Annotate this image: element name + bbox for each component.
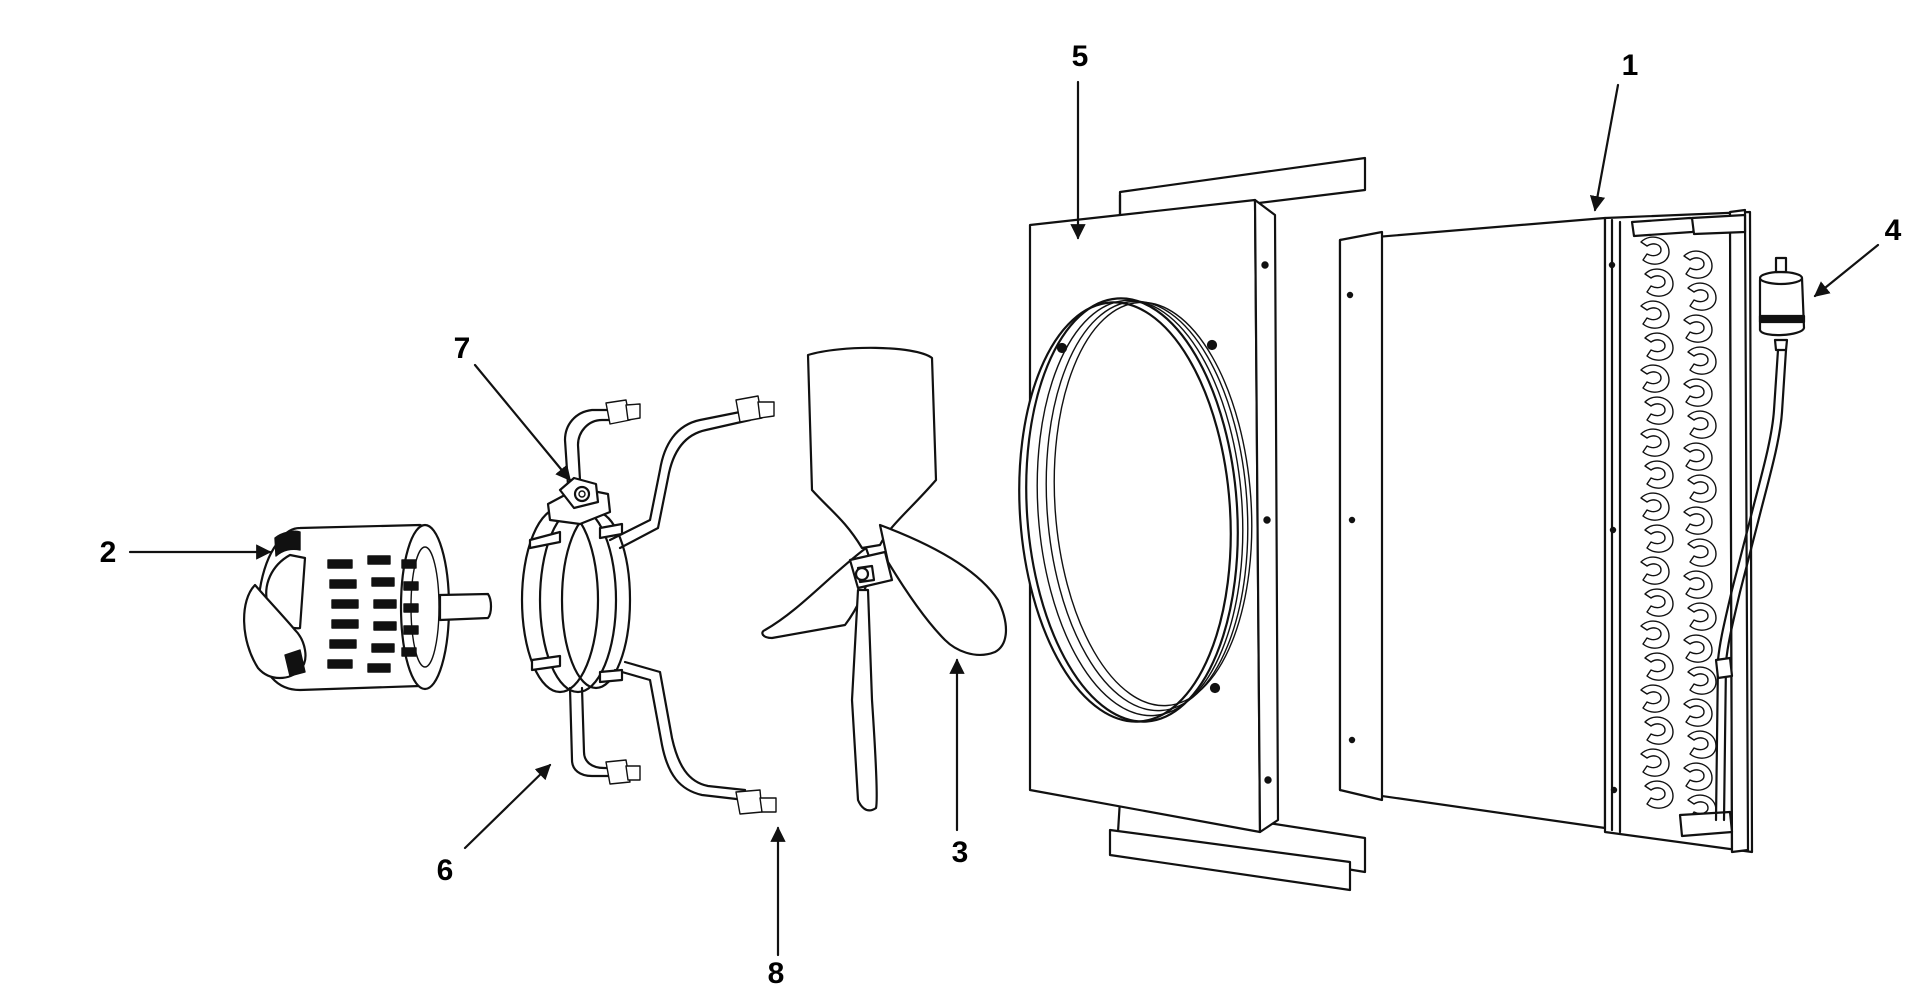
return-bend [1683,634,1713,663]
return-bend [1644,460,1674,489]
condenser-coil-icon [1338,208,1754,854]
return-bend [1644,780,1674,809]
return-bend [1683,762,1713,791]
return-bend [1683,506,1713,535]
return-bend [1644,332,1674,361]
return-bend [1683,698,1713,727]
leader-7 [473,363,572,482]
return-bend [1640,556,1670,585]
leader-arrows [128,80,1880,957]
fan-shroud-icon [1018,156,1367,892]
return-bend [1644,524,1674,553]
return-bend [1687,410,1717,439]
leader-4 [1813,243,1880,298]
callout-4: 4 [1885,214,1902,247]
return-bend [1644,652,1674,681]
motor-mount-bracket-icon [520,395,777,815]
callout-1: 1 [1622,49,1639,82]
return-bend [1683,314,1713,343]
return-bend [1644,716,1674,745]
motor-clamp-icon [546,476,612,526]
return-bend [1687,346,1717,375]
callout-3: 3 [952,836,969,869]
return-bend [1644,588,1674,617]
return-bend [1644,396,1674,425]
fan-blade-icon [761,346,1007,812]
return-bend [1640,748,1670,777]
return-bend [1640,300,1670,329]
receiver-drier-icon [1714,256,1806,822]
return-bend [1683,250,1713,279]
return-bend [1640,364,1670,393]
return-bend [1644,268,1674,297]
return-bend [1640,620,1670,649]
return-bend [1687,666,1717,695]
return-bend [1683,570,1713,599]
return-bend [1687,794,1717,823]
return-bend [1683,378,1713,407]
return-bend [1687,538,1717,567]
return-bend [1687,474,1717,503]
return-bend [1640,428,1670,457]
return-bend [1687,602,1717,631]
callout-2: 2 [100,536,117,569]
fan-motor-icon [243,523,493,692]
return-bend [1640,684,1670,713]
callout-numbers: 1 2 3 4 5 6 7 8 [100,40,1902,990]
callout-6: 6 [437,854,454,887]
callout-8: 8 [768,957,785,990]
return-bend [1640,236,1670,265]
return-bend [1687,282,1717,311]
return-bend [1687,730,1717,759]
leader-6 [463,763,552,850]
callout-7: 7 [454,332,471,365]
return-bend [1640,492,1670,521]
return-bend [1683,442,1713,471]
callout-5: 5 [1072,40,1089,73]
leader-1 [1589,83,1620,212]
